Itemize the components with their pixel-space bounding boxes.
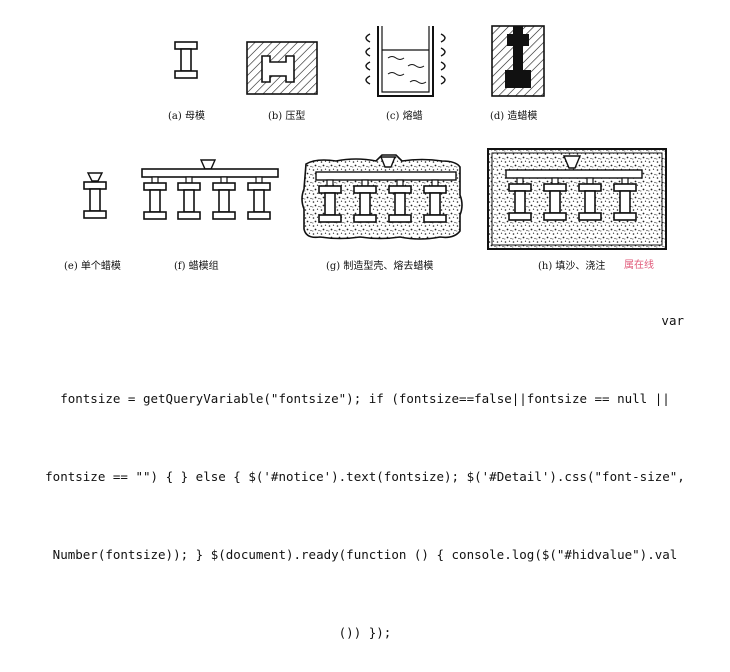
panel-a-master-pattern (174, 41, 198, 79)
panel-g-shell-dewax (301, 154, 463, 240)
caption-a: (a) 母模 (168, 110, 205, 122)
caption-e: (e) 单个蜡模 (64, 260, 121, 272)
watermark-text: 属在线 (624, 258, 654, 271)
panel-h-sand-pouring (487, 148, 667, 250)
panel-e-single-wax-pattern (83, 172, 107, 219)
panel-f-wax-cluster (141, 159, 279, 220)
panel-d-wax-injection (491, 25, 545, 97)
code-line-4: Number(fontsize)); } $(document).ready(f… (52, 547, 678, 562)
code-line-5: ()) }); (338, 625, 392, 640)
caption-f: (f) 蜡模组 (174, 259, 219, 272)
leaked-script-text: var fontsize = getQueryVariable("fontsiz… (0, 256, 730, 640)
caption-d: (d) 造蜡模 (490, 109, 537, 122)
code-line-2: fontsize = getQueryVariable("fontsize");… (60, 391, 670, 406)
caption-b: (b) 压型 (268, 109, 305, 122)
caption-h: (h) 填沙、浇注 (538, 259, 605, 272)
code-line-3: fontsize == "") { } else { $('#notice').… (45, 469, 685, 484)
panel-b-press-die (246, 41, 318, 95)
caption-g: (g) 制造型壳、熔去蜡模 (326, 259, 433, 272)
casting-process-diagram: (a) 母模 (b) 压型 (c) 熔蜡 (d) 造蜡模 (64, 25, 667, 272)
panel-c-melting-wax (365, 26, 446, 97)
caption-c: (c) 熔蜡 (386, 109, 423, 122)
code-line-1: var (661, 313, 684, 328)
